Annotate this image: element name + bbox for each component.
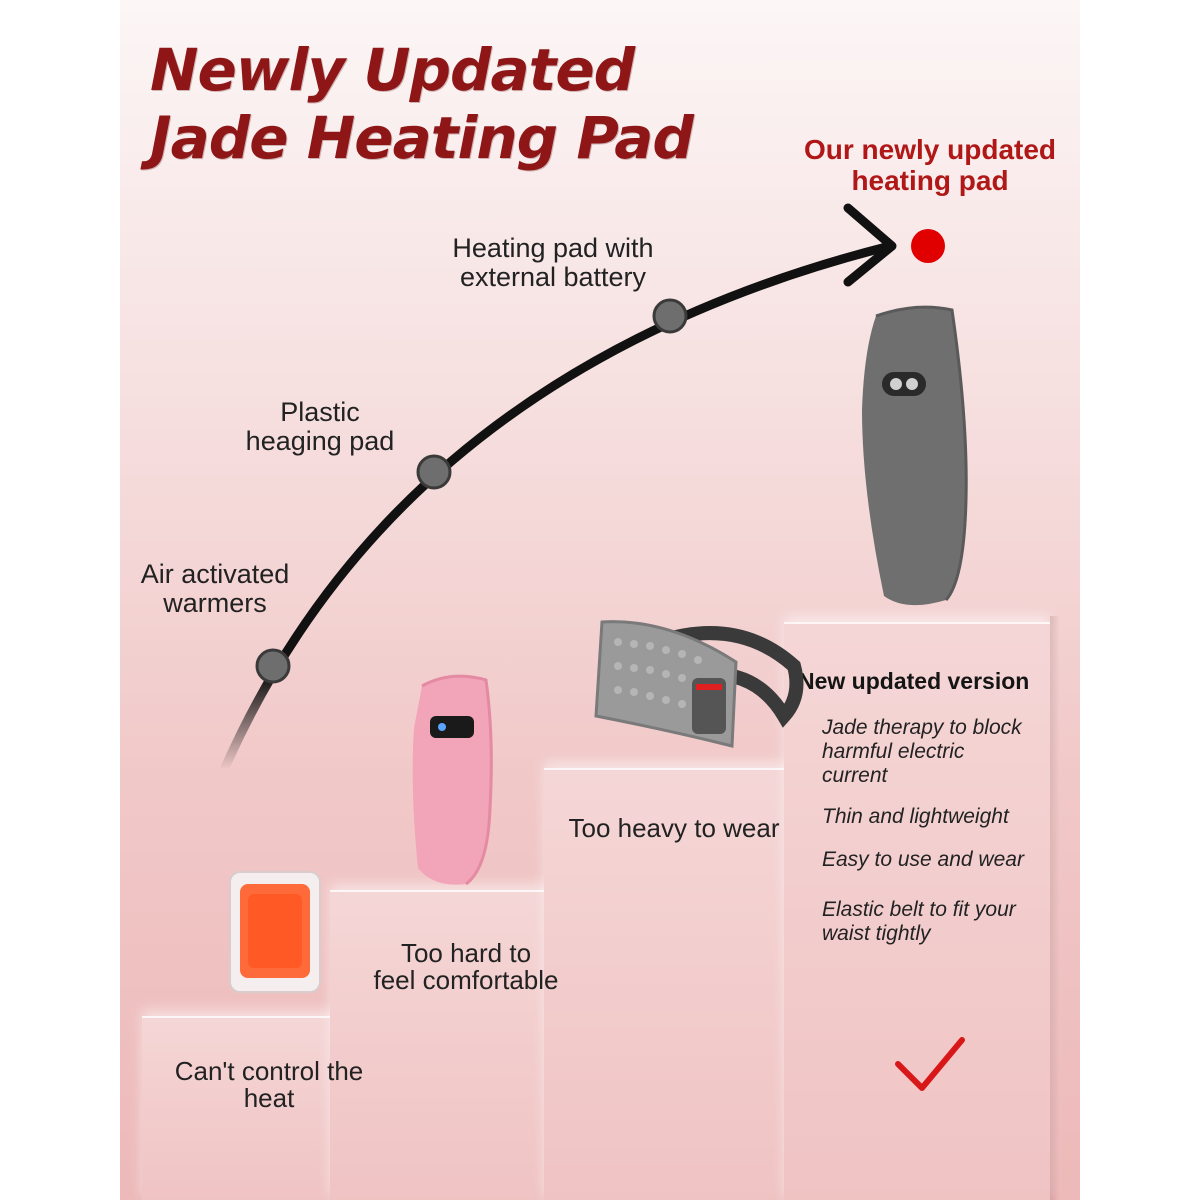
stage-marker-3	[652, 298, 688, 334]
stage-label-1: Air activated warmers	[140, 559, 290, 618]
stage-label-3: Heating pad with external battery	[452, 233, 654, 292]
air-warmer-patch-image	[229, 871, 321, 993]
external-battery-heating-pad-image	[594, 620, 804, 748]
drawback-2: Too hard to feel comfortable	[373, 938, 559, 995]
plastic-heating-pad-image	[412, 674, 493, 886]
step-3	[544, 768, 812, 1200]
feature-3: Easy to use and wear	[822, 848, 1024, 871]
title-line-1: Newly Updated	[150, 36, 635, 104]
stage-marker-2	[416, 454, 452, 490]
feature-4: Elastic belt to fit your waist tightly	[822, 898, 1016, 945]
title-line-2: Jade Heating Pad	[150, 104, 694, 172]
infographic-canvas: Newly Updated Jade Heating Pad Can't con…	[120, 0, 1080, 1200]
stage-label-2: Plastic heaging pad	[245, 397, 395, 456]
new-jade-heating-pad-image	[862, 305, 968, 606]
highlight-label: Our newly updated heating pad	[803, 134, 1057, 196]
feature-1: Jade therapy to block harmful electric c…	[822, 716, 1022, 787]
drawback-1: Can't control the heat	[174, 1056, 364, 1113]
target-dot	[911, 229, 945, 263]
page-title: Newly Updated Jade Heating Pad	[150, 36, 770, 172]
new-version-heading: New updated version	[798, 668, 1030, 694]
drawback-3: Too heavy to wear	[568, 813, 780, 843]
stage-marker-1	[255, 648, 291, 684]
feature-2: Thin and lightweight	[822, 805, 1009, 828]
